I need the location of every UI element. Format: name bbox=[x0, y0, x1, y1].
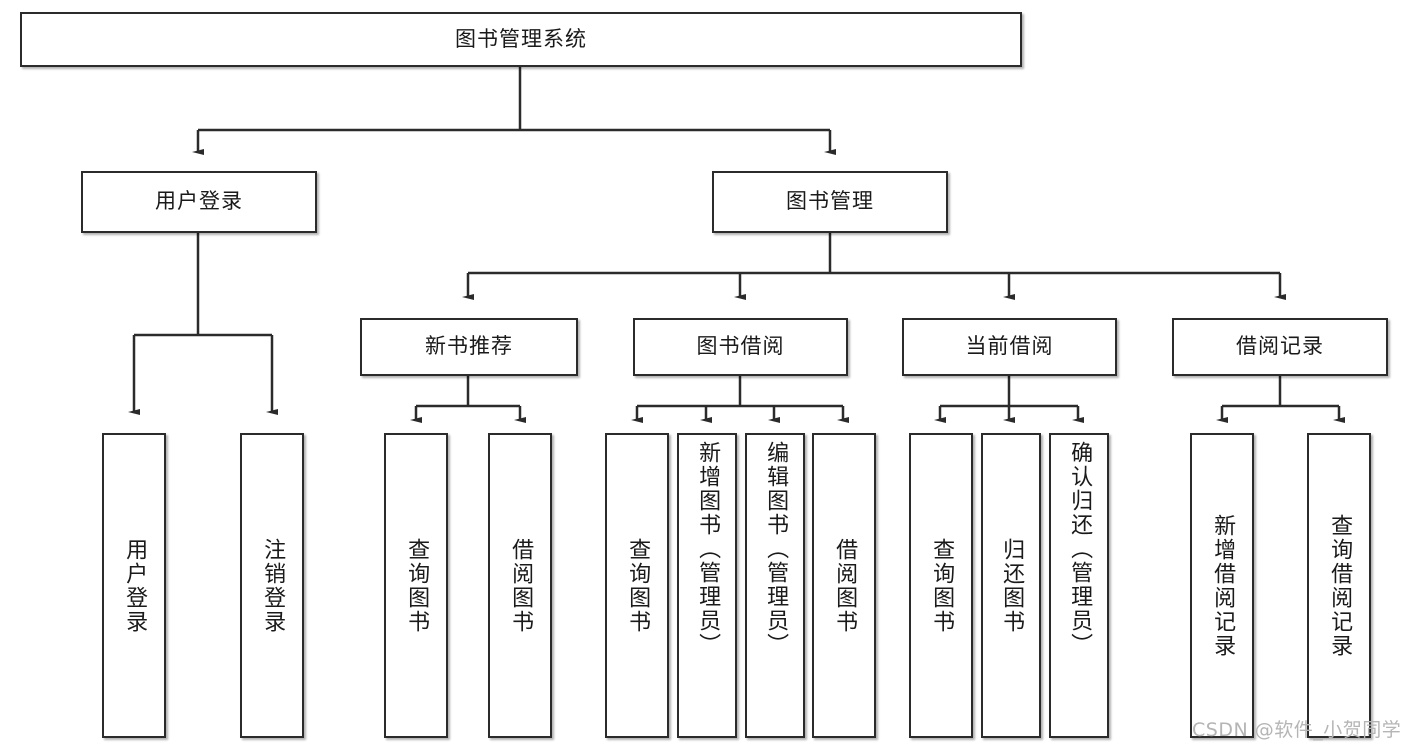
edge-group-new-book-to-leaves bbox=[410, 376, 526, 423]
node-label: 借阅记录 bbox=[1236, 334, 1324, 359]
leaf-add-borrow-record[interactable]: 新增借阅记录 bbox=[1190, 433, 1254, 738]
node-label: 用户登录 bbox=[155, 189, 243, 214]
edge-group-book-manage-to-level3 bbox=[462, 233, 1286, 300]
node-label: 借阅图书 bbox=[832, 537, 858, 634]
edge-group-root-to-level2 bbox=[192, 67, 836, 155]
node-label: 新书推荐 bbox=[425, 334, 513, 359]
edge-group-user-login-to-leaves bbox=[128, 233, 278, 415]
node-label: 查询图书 bbox=[625, 537, 651, 634]
node-label: 注销登录 bbox=[260, 537, 286, 634]
leaf-logout[interactable]: 注销登录 bbox=[240, 433, 304, 738]
node-label: 图书管理系统 bbox=[455, 26, 587, 51]
node-label: 图书借阅 bbox=[696, 334, 785, 359]
node-label: 查询图书 bbox=[929, 537, 955, 634]
leaf-query-book-borrow[interactable]: 查询图书 bbox=[605, 433, 669, 738]
edge-group-borrow-record-to-leaves bbox=[1216, 376, 1345, 423]
node-user-login[interactable]: 用户登录 bbox=[81, 171, 317, 233]
node-label: 编辑图书（管理员） bbox=[763, 441, 789, 657]
edge-group-book-borrow-to-leaves bbox=[631, 376, 849, 423]
node-current-borrow[interactable]: 当前借阅 bbox=[902, 318, 1117, 376]
node-book-borrow[interactable]: 图书借阅 bbox=[633, 318, 848, 376]
node-label: 查询借阅记录 bbox=[1327, 513, 1353, 658]
csdn-watermark: CSDN @软件_小贺同学 bbox=[1192, 719, 1402, 741]
node-label: 新增图书（管理员） bbox=[695, 441, 721, 657]
node-label: 当前借阅 bbox=[965, 334, 1054, 359]
node-new-book-recommend[interactable]: 新书推荐 bbox=[360, 318, 578, 376]
node-label: 借阅图书 bbox=[508, 537, 534, 634]
node-root-book-management-system[interactable]: 图书管理系统 bbox=[20, 12, 1022, 67]
node-label: 图书管理 bbox=[786, 189, 874, 214]
leaf-return-book[interactable]: 归还图书 bbox=[981, 433, 1041, 738]
node-label: 归还图书 bbox=[999, 537, 1025, 634]
node-label: 确认归还（管理员） bbox=[1067, 441, 1093, 657]
node-book-management[interactable]: 图书管理 bbox=[712, 171, 948, 233]
leaf-user-login[interactable]: 用户登录 bbox=[102, 433, 166, 738]
leaf-add-book-admin[interactable]: 新增图书（管理员） bbox=[677, 433, 737, 738]
leaf-edit-book-admin[interactable]: 编辑图书（管理员） bbox=[745, 433, 805, 738]
leaf-borrow-book[interactable]: 借阅图书 bbox=[812, 433, 876, 738]
node-label: 用户登录 bbox=[122, 537, 148, 634]
leaf-query-borrow-record[interactable]: 查询借阅记录 bbox=[1307, 433, 1371, 738]
node-label: 查询图书 bbox=[404, 537, 430, 634]
node-borrow-record[interactable]: 借阅记录 bbox=[1172, 318, 1388, 376]
node-label: 新增借阅记录 bbox=[1210, 513, 1236, 658]
leaf-query-book-recommend[interactable]: 查询图书 bbox=[384, 433, 448, 738]
edge-group-current-borrow-to-leaves bbox=[934, 376, 1084, 423]
leaf-borrow-book-recommend[interactable]: 借阅图书 bbox=[488, 433, 552, 738]
leaf-confirm-return-admin[interactable]: 确认归还（管理员） bbox=[1049, 433, 1109, 738]
leaf-query-book-current[interactable]: 查询图书 bbox=[909, 433, 973, 738]
